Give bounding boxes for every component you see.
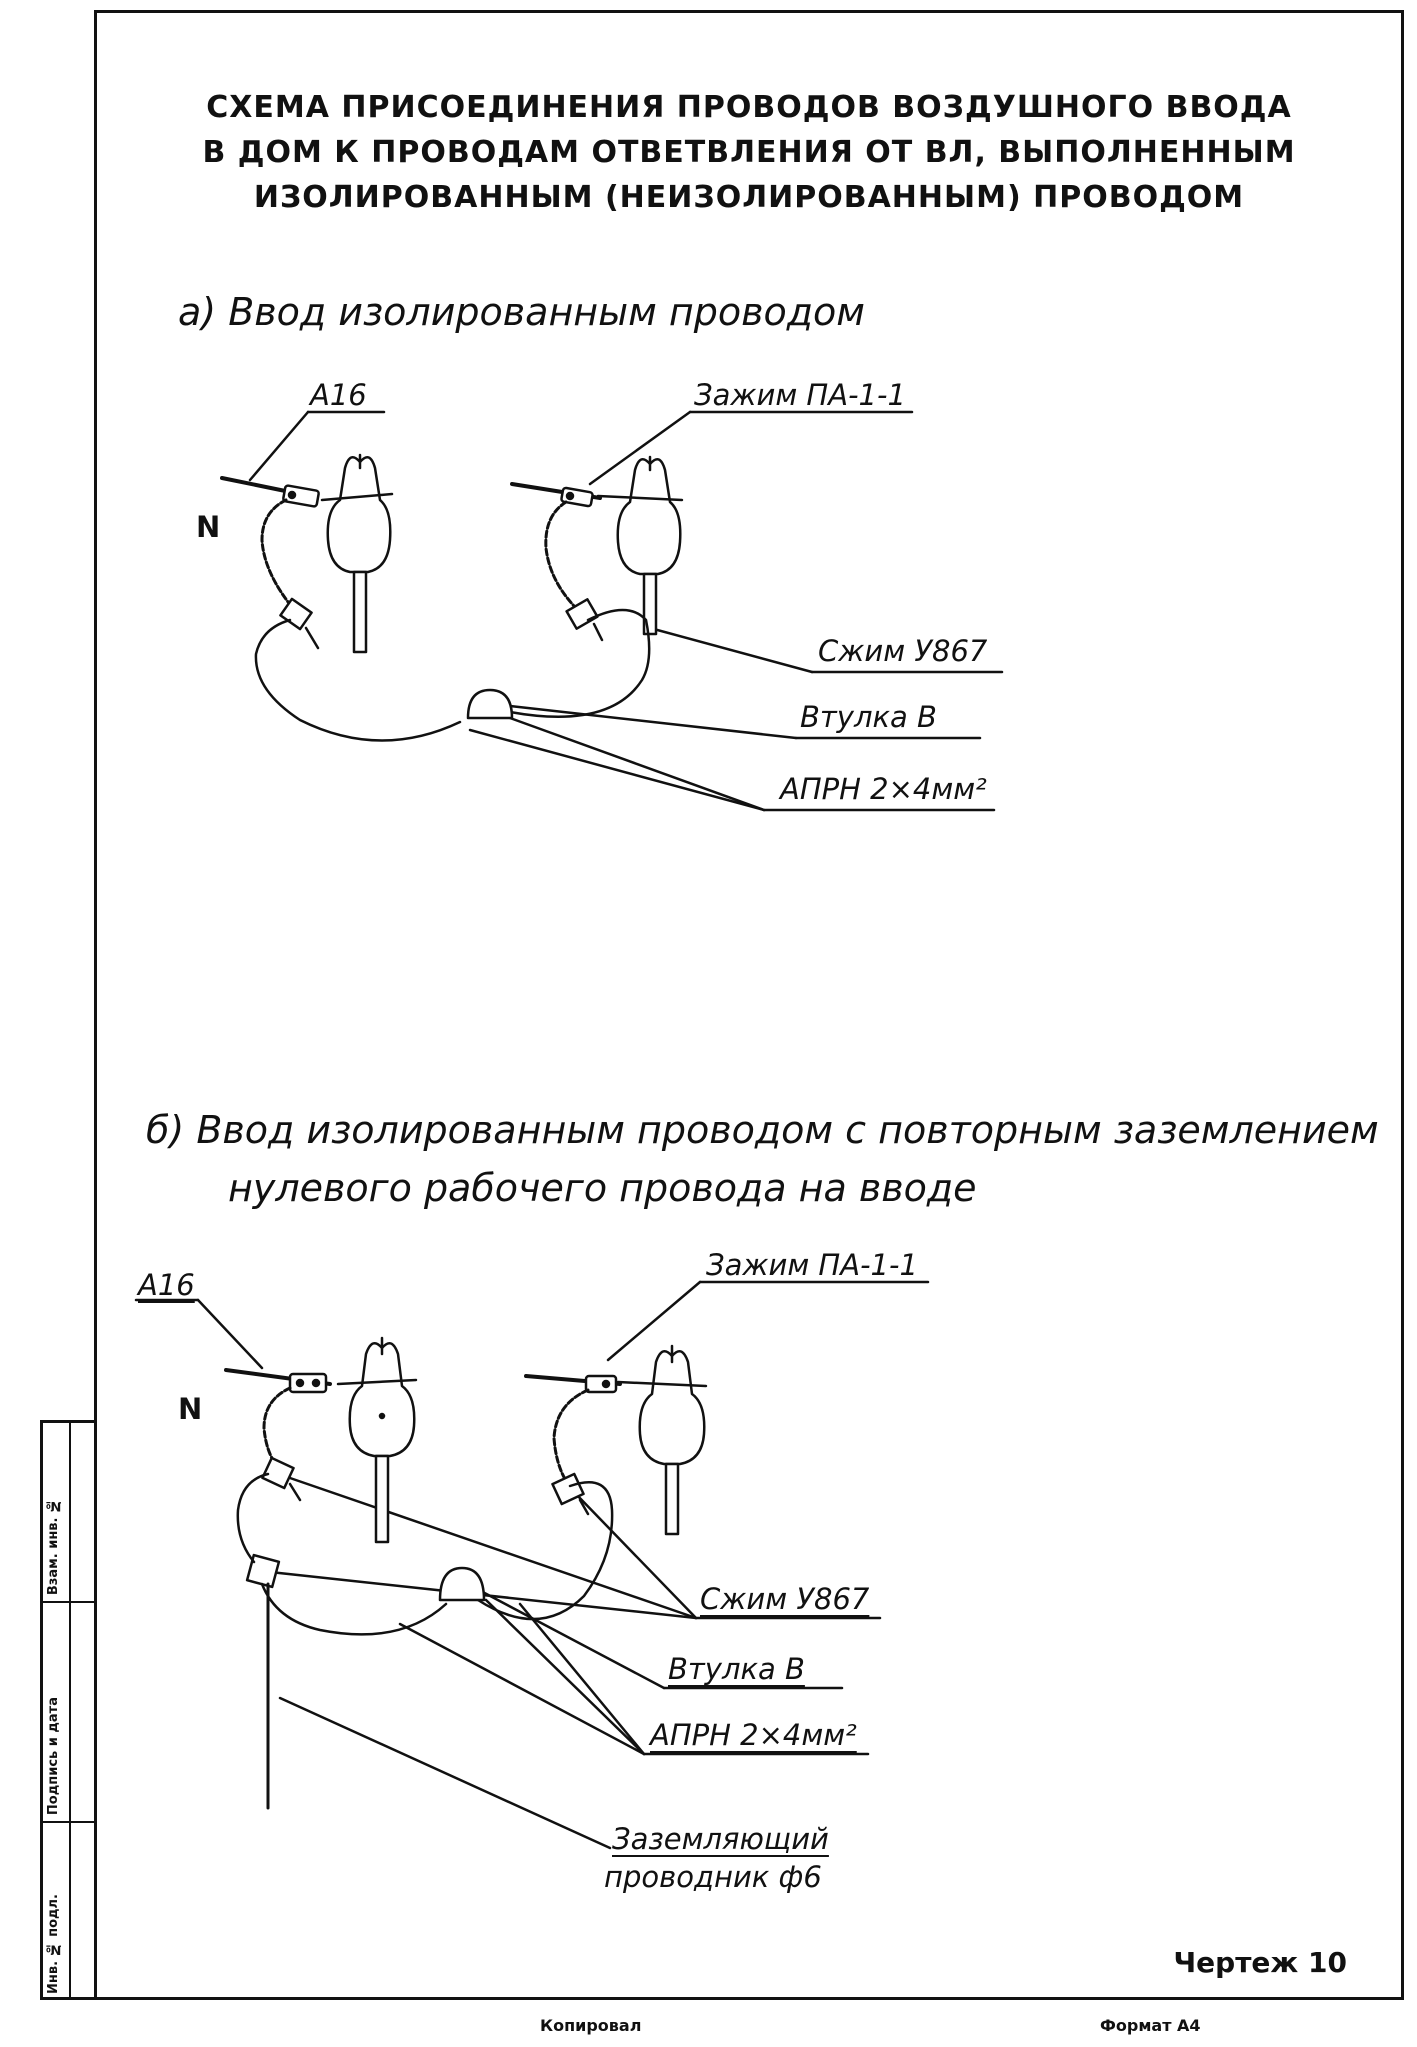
stamp-text-replacement: Взам. инв. № xyxy=(46,1497,61,1595)
clamp-leader xyxy=(588,410,692,486)
b-ground-leader xyxy=(278,1696,612,1850)
b-entry-wire-lower xyxy=(260,1582,448,1636)
insulator-right xyxy=(596,455,684,636)
title-line-2: В ДОМ К ПРОВОДАМ ОТВЕТВЛЕНИЯ ОТ ВЛ, ВЫПО… xyxy=(202,135,1296,170)
stamp-cell-replacement: Взам. инв. № xyxy=(43,1423,94,1603)
insulator-left xyxy=(320,453,394,654)
section-b-label-ground-line-1: Заземляющий xyxy=(612,1822,829,1856)
section-b-label-sleeve: Втулка В xyxy=(668,1652,805,1686)
section-a-label-clamp: Зажим ПА-1-1 xyxy=(694,378,906,412)
footer-format: Формат А4 xyxy=(1100,2016,1201,2035)
b-squeeze-leader-2 xyxy=(572,1490,698,1620)
a16-leader xyxy=(248,410,310,482)
b-drop-wire-right xyxy=(552,1388,590,1486)
entry-wire-left xyxy=(254,618,462,742)
section-a-label-neutral: N xyxy=(196,510,221,544)
stamp-divider xyxy=(69,1423,71,1997)
section-a-label-wire: АПРН 2×4мм² xyxy=(780,772,987,806)
entry-wire-right xyxy=(508,608,651,718)
b-wire-leader-1 xyxy=(398,1622,646,1756)
section-a-label-squeeze: Сжим У867 xyxy=(818,634,988,668)
section-b-label-squeeze: Сжим У867 xyxy=(700,1582,870,1616)
sleeve-a xyxy=(466,688,514,720)
squeeze-leader xyxy=(648,626,814,674)
b-squeeze-top-left xyxy=(261,1456,295,1490)
b-wire-leader-2 xyxy=(484,1598,646,1756)
title-stamp-column: Взам. инв. № Подпись и дата Инв. № подл. xyxy=(40,1420,94,2000)
section-b-drawing xyxy=(134,1280,930,1850)
sleeve-b xyxy=(438,1566,486,1602)
section-b-heading-line-1: б) Ввод изолированным проводом с повторн… xyxy=(146,1108,1379,1152)
wire-leader-2 xyxy=(508,716,766,812)
b-clamp-pa-left xyxy=(288,1372,328,1394)
drawing-number: Чертеж 10 xyxy=(1173,1946,1347,1979)
squeeze-left xyxy=(279,597,313,631)
sleeve-leader xyxy=(508,704,798,740)
section-a-label-a16: А16 xyxy=(310,378,367,412)
section-b-label-wire: АПРН 2×4мм² xyxy=(650,1718,857,1752)
stamp-text-signature: Подпись и дата xyxy=(46,1696,61,1815)
stamp-cell-signature: Подпись и дата xyxy=(43,1603,94,1823)
b-drop-wire-left xyxy=(262,1386,292,1470)
b-wire-leader-3 xyxy=(518,1602,646,1756)
b-sleeve-leader xyxy=(458,1578,666,1690)
section-b-label-clamp: Зажим ПА-1-1 xyxy=(706,1248,918,1282)
section-b-label-neutral: N xyxy=(178,1392,203,1426)
drop-wire-left xyxy=(260,498,298,614)
b-squeeze-ground xyxy=(245,1553,281,1589)
section-a-heading: а) Ввод изолированным проводом xyxy=(178,290,865,334)
b-clamp-pa-right xyxy=(584,1374,618,1394)
b-insulator-left xyxy=(336,1336,418,1544)
section-a-drawing xyxy=(220,410,1004,812)
footer-copied: Копировал xyxy=(540,2016,642,2035)
drop-wire-right xyxy=(544,500,584,616)
title-line-3: ИЗОЛИРОВАННЫМ (НЕИЗОЛИРОВАННЫМ) ПРОВОДОМ xyxy=(253,180,1245,215)
wire-leader-1 xyxy=(468,728,766,812)
b-a16-leader xyxy=(196,1298,264,1370)
b-entry-wire-upper xyxy=(236,1472,270,1564)
stamp-text-inventory: Инв. № подл. xyxy=(46,1894,61,1994)
b-squeeze-leader-1 xyxy=(288,1476,698,1620)
drawing-frame xyxy=(94,10,1404,2000)
section-a-label-sleeve: Втулка В xyxy=(800,700,937,734)
title-line-1: СХЕМА ПРИСОЕДИНЕНИЯ ПРОВОДОВ ВОЗДУШНОГО … xyxy=(206,90,1292,125)
b-insulator-right xyxy=(616,1344,708,1536)
b-entry-wire-right xyxy=(476,1481,614,1621)
squeeze-right xyxy=(565,598,599,630)
section-b-label-a16: А16 xyxy=(138,1268,195,1302)
section-b-label-ground-line-2: проводник ф6 xyxy=(604,1860,822,1894)
section-b-heading-line-2: нулевого рабочего провода на вводе xyxy=(228,1166,977,1210)
stamp-cell-inventory: Инв. № подл. xyxy=(43,1823,94,2000)
b-clamp-leader xyxy=(606,1280,702,1362)
